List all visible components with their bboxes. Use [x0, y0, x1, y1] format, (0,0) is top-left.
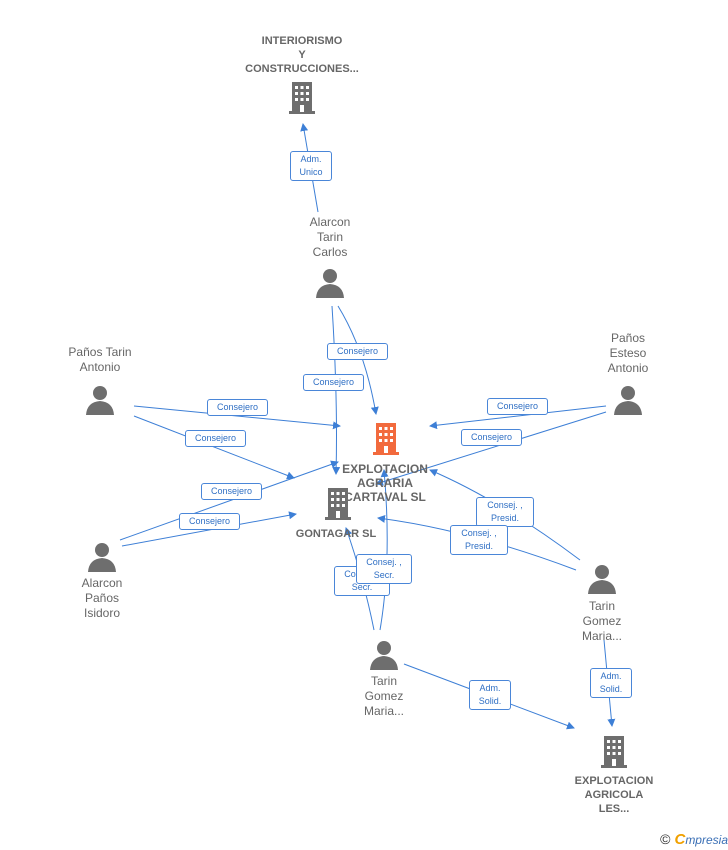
edge-panostarin-gontagar — [133, 415, 295, 480]
edge-panosesteso-agraria — [429, 405, 607, 430]
edge-panosesteso-gontagar — [375, 411, 607, 486]
person-label: Paños Tarin Antonio — [68, 345, 132, 374]
brand-initial: C — [674, 831, 686, 848]
edge-label-consejero[interactable]: Consejero — [327, 343, 388, 360]
edge-label-consej-presid[interactable]: Consej. , Presid. — [450, 525, 508, 555]
person-label: Alarcon Tarin Carlos — [309, 215, 351, 259]
person-node-alarcon-tarin-carlos[interactable]: Alarcon Tarin Carlos — [290, 215, 370, 298]
company-label: GONTAGAR SL — [295, 528, 377, 540]
edge-panostarin-agraria — [133, 405, 341, 430]
edge-label-consejero[interactable]: Consejero — [185, 430, 246, 447]
edge-label-adm-solid[interactable]: Adm. Solid. — [590, 668, 632, 698]
edge-label-consejero[interactable]: Consejero — [303, 374, 364, 391]
person-icon — [614, 386, 642, 415]
person-label: Tarin Gomez Maria... — [581, 599, 622, 643]
edge-label-consejero[interactable]: Consejero — [487, 398, 548, 415]
edge-label-adm-unico[interactable]: Adm. Unico — [290, 151, 332, 181]
person-node-tarin-gomez-maria-right[interactable]: Tarin Gomez Maria... — [562, 564, 642, 644]
brand-name: mpresia — [685, 833, 728, 847]
building-icon — [373, 423, 399, 455]
company-label: EXPLOTACION AGRARIA CARTAVAL SL — [342, 462, 428, 504]
person-icon — [86, 386, 114, 415]
person-node-panos-tarin-antonio[interactable]: Paños Tarin Antonio — [50, 345, 150, 415]
person-icon — [370, 641, 398, 670]
building-icon — [325, 488, 351, 520]
edge-label-consejero[interactable]: Consejero — [461, 429, 522, 446]
company-label: INTERIORISMO Y CONSTRUCCIONES... — [245, 35, 359, 75]
edge-isidoro-agraria — [119, 460, 339, 541]
edge-label-consej-secr[interactable]: Consej. , Secr. — [356, 554, 412, 584]
person-icon — [88, 543, 116, 572]
person-node-alarcon-panos-isidoro[interactable]: Alarcon Paños Isidoro — [62, 542, 142, 621]
person-label: Alarcon Paños Isidoro — [81, 576, 123, 620]
copyright-icon: © — [660, 831, 671, 847]
edge-label-adm-solid[interactable]: Adm. Solid. — [469, 680, 511, 710]
company-label: EXPLOTACION AGRICOLA LES... — [574, 775, 654, 815]
person-node-panos-esteso-antonio[interactable]: Paños Esteso Antonio — [588, 331, 668, 415]
edge-carlos-agraria — [337, 305, 379, 415]
brand-footer: ©Cmpresia — [660, 831, 728, 848]
person-label: Paños Esteso Antonio — [607, 331, 649, 375]
edge-label-consej-presid[interactable]: Consej. , Presid. — [476, 497, 534, 527]
edge-isidoro-gontagar — [121, 511, 297, 547]
company-node-gontagar[interactable]: GONTAGAR SL — [284, 527, 388, 541]
person-label: Tarin Gomez Maria... — [363, 674, 404, 718]
company-node-explotacion-agraria-cartaval[interactable]: EXPLOTACION AGRARIA CARTAVAL SL — [320, 462, 450, 504]
edge-label-consejero[interactable]: Consejero — [179, 513, 240, 530]
person-icon — [316, 269, 344, 298]
edge-carlos-gontagar — [331, 305, 341, 475]
edge-label-consejero[interactable]: Consejero — [201, 483, 262, 500]
company-node-explotacion-agricola[interactable]: EXPLOTACION AGRICOLA LES... — [556, 734, 672, 816]
company-node-interiorismo[interactable]: INTERIORISMO Y CONSTRUCCIONES... — [218, 34, 386, 116]
person-node-tarin-gomez-maria-bottom[interactable]: Tarin Gomez Maria... — [344, 640, 424, 719]
building-icon — [289, 82, 315, 114]
edge-label-consejero[interactable]: Consejero — [207, 399, 268, 416]
building-icon — [601, 736, 627, 768]
person-icon — [588, 565, 616, 594]
